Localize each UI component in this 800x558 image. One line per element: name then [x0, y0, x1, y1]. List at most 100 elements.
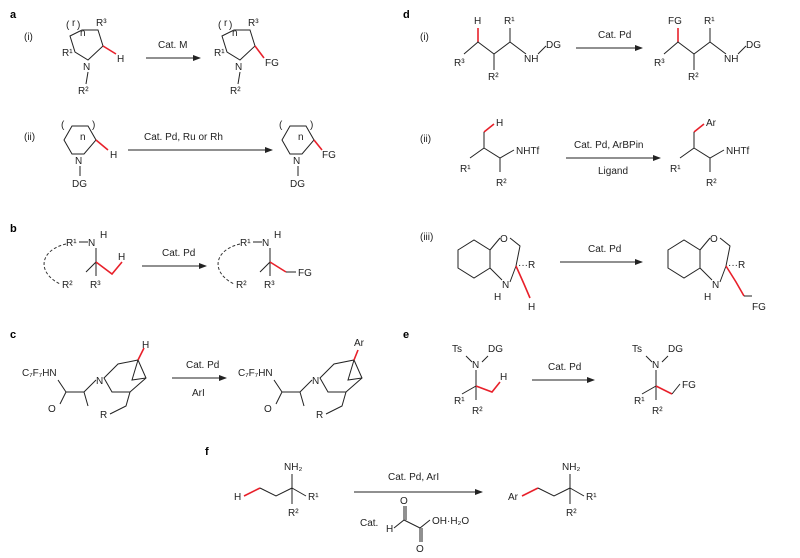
condition-f-cat: Cat.: [360, 518, 378, 529]
panel-a-label: a: [10, 9, 17, 21]
svg-text:r: r: [224, 18, 228, 29]
svg-text:(: (: [218, 20, 222, 31]
svg-text:N: N: [235, 62, 242, 73]
svg-text:NH₂: NH₂: [284, 462, 302, 473]
svg-text:): ): [310, 120, 313, 131]
svg-text:H: H: [117, 54, 124, 65]
svg-text:R²: R²: [230, 86, 241, 97]
svg-text:R¹: R¹: [454, 396, 465, 407]
svg-text:H: H: [494, 292, 501, 303]
panel-c: C₇F₇HN O N H R Cat. Pd ArI C₇F₇HN O N Ar…: [22, 338, 365, 421]
panel-d-i: (i) H R³ R² R¹ NH DG Cat. Pd FG R³ R² R¹…: [420, 16, 761, 83]
panel-d-ii: (ii) H R¹ NHTf R² Cat. Pd, ArBPin Ligand…: [420, 118, 750, 189]
svg-text:R²: R²: [78, 86, 89, 97]
svg-text:R¹: R¹: [62, 48, 73, 59]
svg-text:N: N: [712, 280, 719, 291]
svg-text:···R: ···R: [518, 260, 535, 271]
condition-d-iii: Cat. Pd: [588, 244, 621, 255]
svg-text:O: O: [416, 544, 424, 555]
condition-c-bottom: ArI: [192, 388, 205, 399]
condition-e: Cat. Pd: [548, 362, 581, 373]
subpanel-d-ii-label: (ii): [420, 134, 431, 145]
svg-text:C₇F₇HN: C₇F₇HN: [22, 368, 57, 379]
svg-text:NH: NH: [524, 54, 538, 65]
svg-text:R²: R²: [652, 406, 663, 417]
svg-text:O: O: [500, 234, 508, 245]
svg-text:(: (: [279, 120, 283, 131]
condition-f-top: Cat. Pd, ArI: [388, 472, 439, 483]
svg-text:R¹: R¹: [634, 396, 645, 407]
svg-text:N: N: [502, 280, 509, 291]
condition-c-top: Cat. Pd: [186, 360, 219, 371]
panel-d-label: d: [403, 9, 410, 21]
svg-text:Ts: Ts: [452, 344, 462, 355]
svg-text:FG: FG: [668, 16, 682, 27]
svg-text:FG: FG: [752, 302, 766, 313]
svg-text:R³: R³: [454, 58, 465, 69]
svg-text:N: N: [96, 376, 103, 387]
svg-text:N: N: [472, 360, 479, 371]
svg-text:NH: NH: [724, 54, 738, 65]
svg-text:DG: DG: [668, 344, 683, 355]
svg-text:R²: R²: [488, 72, 499, 83]
svg-text:N: N: [293, 156, 300, 167]
svg-text:R¹: R¹: [504, 16, 515, 27]
panel-e-label: e: [403, 329, 409, 341]
condition-a-ii: Cat. Pd, Ru or Rh: [144, 132, 223, 143]
svg-text:): ): [229, 20, 232, 31]
svg-text:H: H: [704, 292, 711, 303]
svg-text:R²: R²: [706, 178, 717, 189]
svg-text:R¹: R¹: [586, 492, 597, 503]
panel-a-i: (i) ( r ) n R³ R¹ N H R² Cat. M ( r ) n …: [24, 18, 279, 97]
svg-text:n: n: [232, 28, 238, 39]
condition-a-i: Cat. M: [158, 40, 187, 51]
svg-text:(: (: [66, 20, 70, 31]
svg-text:R³: R³: [654, 58, 665, 69]
panel-b-label: b: [10, 223, 17, 235]
svg-text:H: H: [110, 150, 117, 161]
panel-a-ii: (ii) ( n ) H N DG Cat. Pd, Ru or Rh ( n …: [24, 120, 336, 190]
svg-text:DG: DG: [290, 179, 305, 190]
svg-text:O: O: [264, 404, 272, 415]
svg-text:Ar: Ar: [354, 338, 365, 349]
svg-text:R²: R²: [566, 508, 577, 519]
svg-text:): ): [77, 20, 80, 31]
svg-text:Ar: Ar: [706, 118, 717, 129]
condition-d-ii-bottom: Ligand: [598, 166, 628, 177]
svg-text:OH·H₂O: OH·H₂O: [432, 516, 469, 527]
svg-text:r: r: [72, 18, 76, 29]
svg-text:H: H: [100, 230, 107, 241]
svg-text:R¹: R¹: [704, 16, 715, 27]
subpanel-d-iii-label: (iii): [420, 232, 433, 243]
svg-text:H: H: [496, 118, 503, 129]
svg-text:N: N: [262, 238, 269, 249]
svg-text:H: H: [274, 230, 281, 241]
svg-text:R³: R³: [96, 18, 107, 29]
svg-text:FG: FG: [322, 150, 336, 161]
svg-text:H: H: [500, 372, 507, 383]
svg-text:N: N: [88, 238, 95, 249]
svg-text:R²: R²: [496, 178, 507, 189]
svg-text:R³: R³: [248, 18, 259, 29]
svg-text:Ts: Ts: [632, 344, 642, 355]
svg-text:R¹: R¹: [240, 238, 251, 249]
svg-text:n: n: [80, 28, 86, 39]
svg-text:N: N: [312, 376, 319, 387]
svg-text:O: O: [710, 234, 718, 245]
panel-c-label: c: [10, 329, 16, 341]
subpanel-a-ii-label: (ii): [24, 132, 35, 143]
condition-d-ii-top: Cat. Pd, ArBPin: [574, 140, 643, 151]
condition-b: Cat. Pd: [162, 248, 195, 259]
svg-text:(: (: [61, 120, 65, 131]
panel-d-iii: (iii) O N H ···R H Cat. Pd O N H ···R FG: [420, 232, 766, 313]
svg-text:N: N: [83, 62, 90, 73]
svg-text:R²: R²: [688, 72, 699, 83]
svg-text:DG: DG: [546, 40, 561, 51]
svg-text:DG: DG: [488, 344, 503, 355]
svg-text:NHTf: NHTf: [726, 146, 750, 157]
svg-text:···R: ···R: [728, 260, 745, 271]
svg-text:R¹: R¹: [460, 164, 471, 175]
svg-text:n: n: [80, 132, 86, 143]
svg-text:R³: R³: [264, 280, 275, 291]
